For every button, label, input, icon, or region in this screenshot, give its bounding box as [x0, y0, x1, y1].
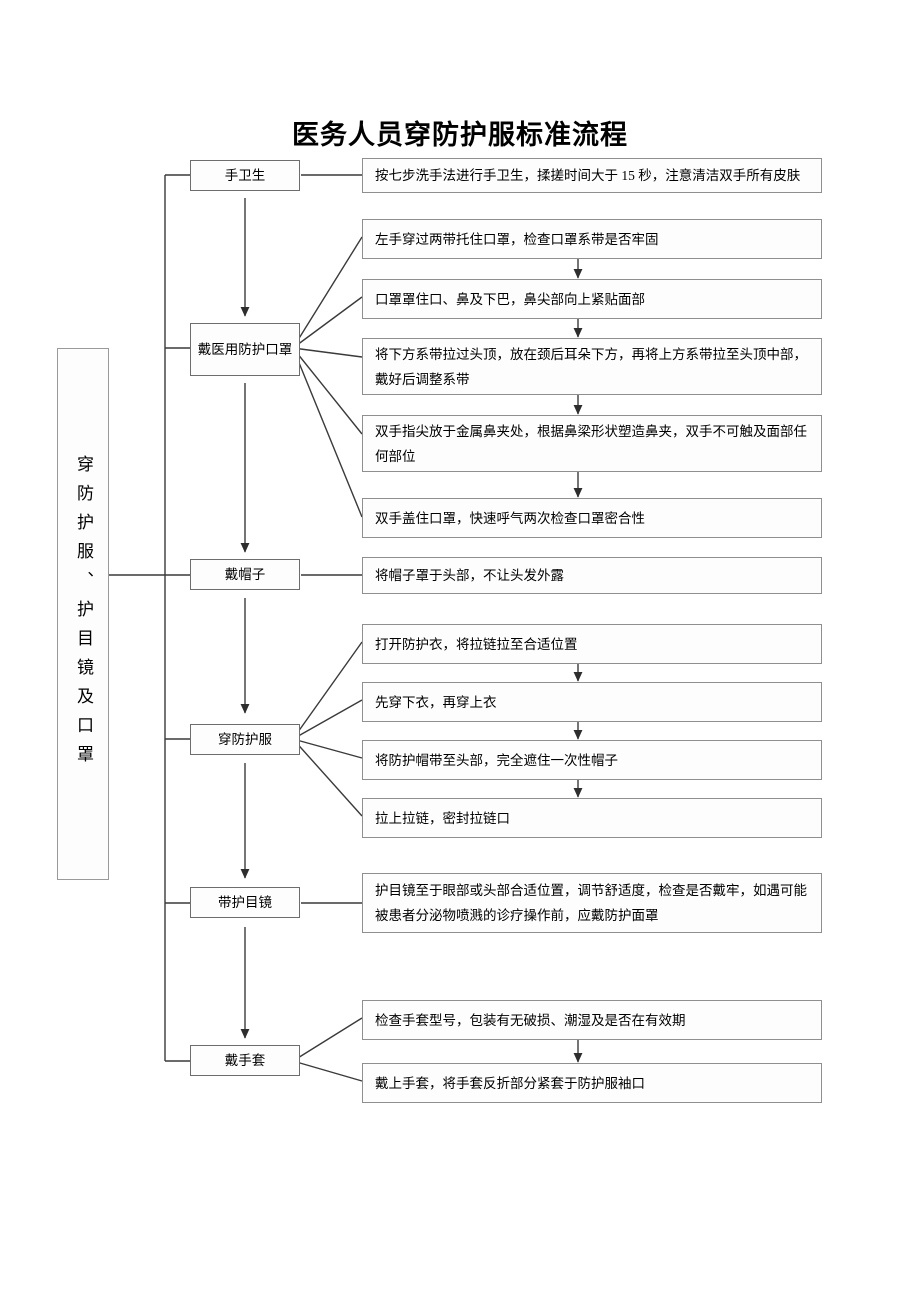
- detail-text: 打开防护衣，将拉链拉至合适位置: [375, 636, 578, 652]
- detail-text: 将帽子罩于头部，不让头发外露: [375, 568, 564, 583]
- step-label: 戴医用防护口罩: [197, 341, 293, 357]
- detail-mask-4: 双手指尖放于金属鼻夹处，根据鼻梁形状塑造鼻夹，双手不可触及面部任何部位: [362, 415, 822, 472]
- detail-text: 将防护帽带至头部，完全遮住一次性帽子: [375, 752, 618, 768]
- step-label: 穿防护服: [218, 732, 272, 747]
- detail-goggles-1: 护目镜至于眼部或头部合适位置，调节舒适度，检查是否戴牢，如遇可能被患者分泌物喷溅…: [362, 873, 822, 933]
- step-goggles[interactable]: 带护目镜: [190, 887, 300, 918]
- detail-text: 左手穿过两带托住口罩，检查口罩系带是否牢固: [375, 231, 659, 247]
- detail-text: 按七步洗手法进行手卫生，揉搓时间大于 15 秒，注意清洁双手所有皮肤: [375, 168, 801, 183]
- step-protective-suit[interactable]: 穿防护服: [190, 724, 300, 755]
- page-title: 医务人员穿防护服标准流程: [292, 120, 628, 150]
- detail-mask-3: 将下方系带拉过头顶，放在颈后耳朵下方，再将上方系带拉至头顶中部，戴好后调整系带: [362, 338, 822, 395]
- detail-gloves-2: 戴上手套，将手套反折部分紧套于防护服袖口: [362, 1063, 822, 1103]
- detail-text: 将下方系带拉过头顶，放在颈后耳朵下方，再将上方系带拉至头顶中部，戴好后调整系带: [375, 346, 807, 387]
- step-label: 戴手套: [224, 1053, 266, 1068]
- step-label: 戴帽子: [224, 567, 266, 582]
- step-hand-hygiene[interactable]: 手卫生: [190, 160, 300, 191]
- step-cap[interactable]: 戴帽子: [190, 559, 300, 590]
- detail-text: 双手指尖放于金属鼻夹处，根据鼻梁形状塑造鼻夹，双手不可触及面部任何部位: [375, 423, 807, 464]
- detail-suit-1: 打开防护衣，将拉链拉至合适位置: [362, 624, 822, 664]
- detail-cap-1: 将帽子罩于头部，不让头发外露: [362, 557, 822, 594]
- side-label-text: 穿防护服、护目镜及口罩: [74, 454, 93, 774]
- step-medical-mask[interactable]: 戴医用防护口罩: [190, 323, 300, 376]
- detail-text: 双手盖住口罩，快速呼气两次检查口罩密合性: [375, 510, 645, 526]
- detail-text: 拉上拉链，密封拉链口: [375, 810, 510, 826]
- detail-suit-2: 先穿下衣，再穿上衣: [362, 682, 822, 722]
- side-label-box: 穿防护服、护目镜及口罩: [57, 348, 109, 880]
- detail-mask-5: 双手盖住口罩，快速呼气两次检查口罩密合性: [362, 498, 822, 538]
- detail-text: 戴上手套，将手套反折部分紧套于防护服袖口: [375, 1075, 645, 1091]
- detail-text: 护目镜至于眼部或头部合适位置，调节舒适度，检查是否戴牢，如遇可能被患者分泌物喷溅…: [375, 883, 807, 923]
- detail-text: 先穿下衣，再穿上衣: [375, 694, 497, 710]
- detail-mask-2: 口罩罩住口、鼻及下巴，鼻尖部向上紧贴面部: [362, 279, 822, 319]
- detail-text: 检查手套型号，包装有无破损、潮湿及是否在有效期: [375, 1012, 686, 1028]
- step-gloves[interactable]: 戴手套: [190, 1045, 300, 1076]
- step-label: 带护目镜: [218, 895, 272, 910]
- step-label: 手卫生: [224, 168, 266, 183]
- detail-hand-hygiene-1: 按七步洗手法进行手卫生，揉搓时间大于 15 秒，注意清洁双手所有皮肤: [362, 158, 822, 193]
- detail-suit-3: 将防护帽带至头部，完全遮住一次性帽子: [362, 740, 822, 780]
- detail-mask-1: 左手穿过两带托住口罩，检查口罩系带是否牢固: [362, 219, 822, 259]
- detail-gloves-1: 检查手套型号，包装有无破损、潮湿及是否在有效期: [362, 1000, 822, 1040]
- detail-text: 口罩罩住口、鼻及下巴，鼻尖部向上紧贴面部: [375, 291, 645, 307]
- detail-suit-4: 拉上拉链，密封拉链口: [362, 798, 822, 838]
